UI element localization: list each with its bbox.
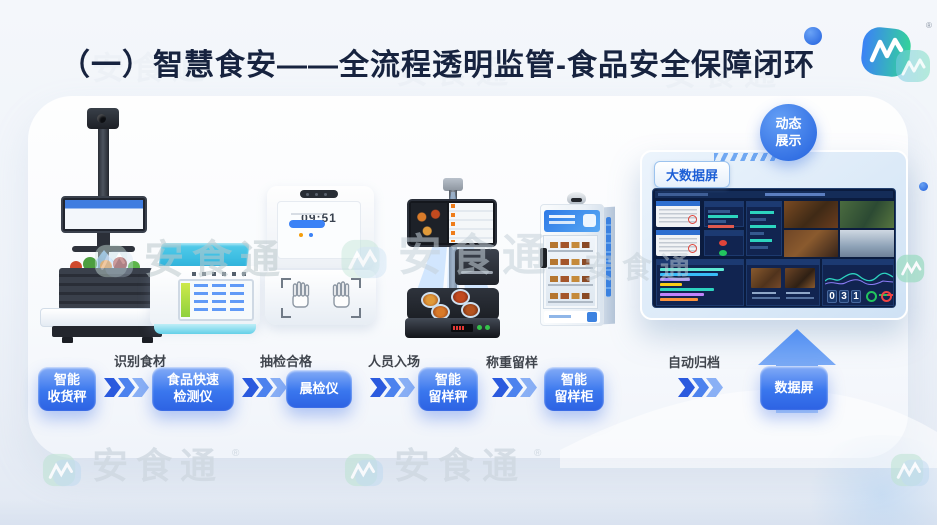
step-data-screen[interactable]: 数据屏 — [760, 366, 828, 410]
transition-label: 识别食材 — [114, 354, 167, 369]
counter-digit: 1 — [851, 290, 861, 303]
alerts-panel — [704, 230, 744, 256]
scan-frame — [281, 278, 361, 318]
arrow-right-icon — [492, 378, 537, 397]
step-morning-check[interactable]: 晨检仪 — [286, 370, 352, 408]
cabinet-glass-door — [543, 235, 598, 309]
data-screen-illustration: 大数据屏 — [640, 150, 908, 320]
sample-scale-illustration — [405, 178, 501, 340]
camera-feed — [840, 201, 894, 228]
sample-scale-pole — [449, 190, 457, 312]
arrow-right-icon — [678, 378, 723, 397]
arrow-right-icon — [104, 378, 149, 397]
metrics-panel — [746, 201, 782, 256]
scale-foot — [62, 337, 73, 343]
page-title: （一）智慧食安——全流程透明监管-食品安全保障闭环 — [60, 49, 815, 82]
red-stat — [887, 294, 893, 296]
arrow-right-icon — [370, 378, 415, 397]
label-printer — [455, 249, 499, 285]
food-bowl — [451, 289, 470, 305]
photo-panel — [746, 259, 820, 306]
arrow-right-icon — [242, 378, 287, 397]
counter-digit: 0 — [827, 290, 837, 303]
registered-mark: ® — [926, 21, 932, 30]
screen-button-pill — [289, 220, 325, 228]
brand-logo-icon: ® — [861, 21, 932, 82]
green-gauge — [866, 291, 877, 302]
dashboard: 0 3 1 — [652, 188, 896, 308]
dynamic-demo-badge: 动态 展示 — [760, 104, 817, 161]
red-gauge — [881, 291, 892, 302]
certificate-card — [656, 230, 700, 256]
trend-panel: 0 3 1 — [822, 259, 894, 306]
receiving-scale-illustration — [40, 108, 180, 348]
certificate-card — [656, 201, 700, 227]
detector-screen-strip — [181, 283, 190, 317]
camera-feed — [784, 201, 838, 228]
morning-check-illustration: 09:51 — [265, 186, 377, 328]
stats-panel — [704, 201, 744, 228]
camera-icon — [443, 178, 463, 191]
camera-feed — [840, 230, 894, 257]
screen-item-list — [449, 203, 493, 243]
step-food-detector[interactable]: 食品快速检测仪 — [152, 367, 234, 411]
food-bowl — [461, 302, 480, 318]
transition-label: 人员入场 — [368, 354, 421, 369]
camera-feed — [784, 230, 838, 257]
detector-vents — [192, 272, 252, 276]
food-detector-illustration — [150, 243, 262, 338]
transition-label: 称重留样 — [486, 355, 539, 370]
cabinet-bottom-panel — [544, 311, 600, 323]
detector-screen-list — [194, 284, 208, 316]
screen-bracket — [97, 233, 110, 248]
camera-icon — [87, 108, 119, 129]
scale-buttons — [477, 325, 482, 330]
brand-logo: ® — [854, 16, 934, 88]
step-sample-cabinet[interactable]: 智能留样柜 — [544, 367, 604, 411]
decor-dot-large — [804, 27, 822, 45]
bar-chart-panel — [656, 259, 744, 306]
weight-display — [451, 324, 473, 332]
bottom-band — [0, 499, 937, 525]
stripe-decoration — [714, 153, 780, 161]
morning-check-screen: 09:51 — [277, 201, 361, 259]
step-receiving-scale[interactable]: 智能收货秤 — [38, 367, 96, 411]
trend-lines — [825, 272, 893, 285]
cabinet-tablet — [540, 248, 547, 268]
scale-screen — [61, 196, 147, 233]
data-screen-label: 大数据屏 — [654, 161, 731, 188]
hands-icon — [292, 281, 350, 308]
decor-dot-small — [919, 182, 928, 191]
detector-base — [154, 324, 256, 334]
scale-foot — [142, 337, 153, 343]
step-sample-scale[interactable]: 智能留样秤 — [418, 367, 478, 411]
screen-dots — [299, 233, 303, 237]
produce-crate — [59, 268, 153, 310]
screen-food-photo — [411, 203, 447, 243]
camera-icon — [300, 190, 338, 198]
sample-cabinet-illustration — [538, 192, 618, 334]
transition-label: 自动归档 — [668, 355, 721, 370]
camera-dome-icon — [567, 192, 586, 205]
counter-digit: 3 — [839, 290, 849, 303]
scale-base — [52, 326, 162, 337]
detector-screen-list — [212, 284, 226, 316]
detector-screen-list — [230, 284, 244, 316]
transition-label: 抽检合格 — [260, 354, 313, 369]
screen-subtitle-line — [291, 213, 323, 215]
cabinet-header-panel — [544, 210, 600, 232]
scanner-bar — [72, 246, 135, 252]
cabinet-side — [603, 206, 615, 325]
dashboard-header — [655, 191, 893, 198]
